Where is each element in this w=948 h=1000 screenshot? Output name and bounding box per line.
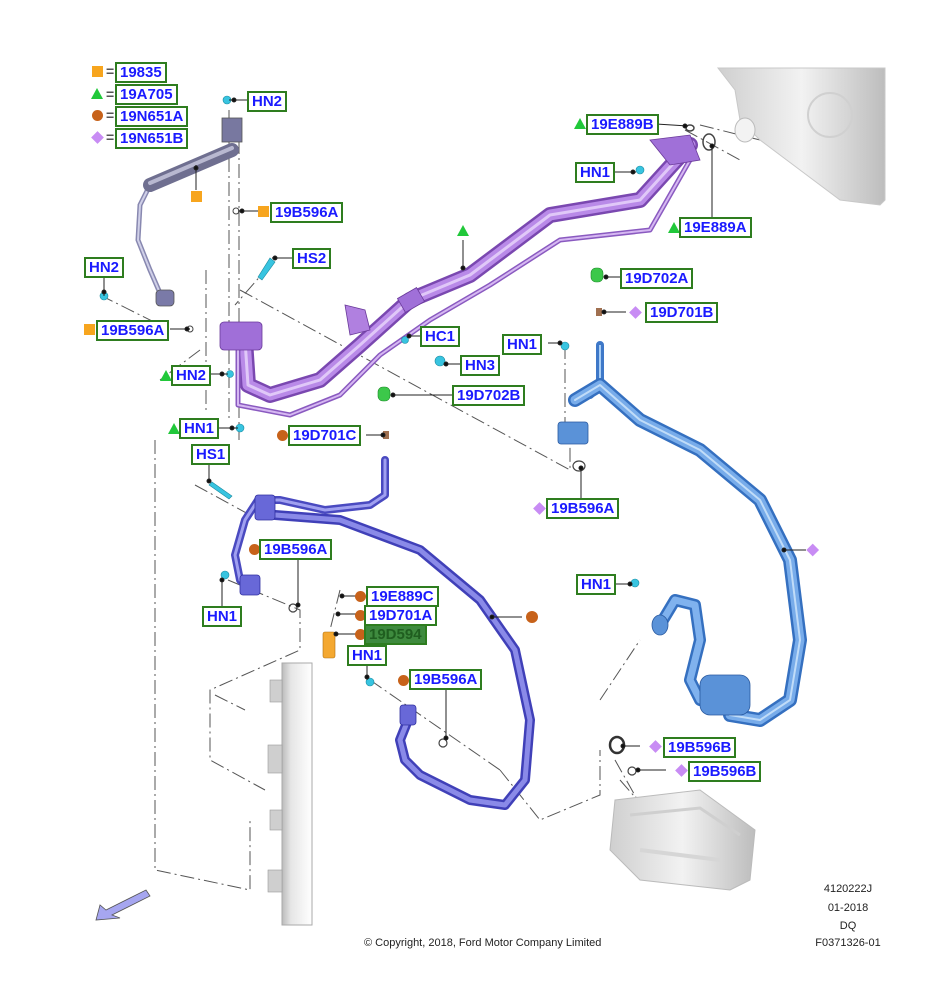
evaporator-housing — [716, 67, 886, 206]
callout-hn1-top-right[interactable]: HN1 — [575, 162, 616, 183]
valve-cap-19d702b — [377, 386, 391, 402]
callout-hn1-tri[interactable]: HN1 — [179, 418, 220, 439]
stud-hs1 — [208, 481, 233, 500]
callout-hs1[interactable]: HS1 — [191, 444, 231, 465]
square-symbol — [258, 206, 269, 217]
valve-core-19d701c — [383, 431, 389, 439]
nut-hn1-left-low — [220, 570, 230, 580]
legend-equals: = — [106, 129, 115, 145]
callout-19e889a[interactable]: 19E889A — [679, 217, 752, 238]
assembly-guide-lines — [99, 110, 761, 891]
symbol-19a705-standalone — [457, 225, 469, 236]
pressure-sensor-19d594 — [322, 631, 336, 659]
symbol-19n651b-standalone — [806, 543, 820, 557]
revision-line-3: DQ — [839, 920, 857, 932]
circle-symbol — [277, 430, 288, 441]
legend-equals: = — [106, 86, 115, 102]
legend-circle-symbol — [92, 110, 103, 121]
triangle-symbol — [668, 222, 680, 233]
callout-19b596b-1[interactable]: 19B596B — [663, 737, 737, 758]
triangle-symbol — [574, 118, 586, 129]
callout-19e889b[interactable]: 19E889B — [586, 114, 659, 135]
callout-hs2[interactable]: HS2 — [292, 248, 332, 269]
suction-hose-blue — [557, 341, 807, 727]
callout-hn1-right[interactable]: HN1 — [576, 574, 617, 595]
legend-ref-19835[interactable]: 19835 — [115, 62, 167, 83]
circle-symbol — [249, 544, 260, 555]
symbol-19n651a-standalone — [526, 611, 538, 623]
callout-hn3[interactable]: HN3 — [460, 355, 501, 376]
o-ring-19b596a-low — [438, 738, 448, 748]
square-symbol — [84, 324, 95, 335]
condenser — [267, 662, 313, 926]
nut-hn3 — [434, 355, 446, 367]
callout-19d702a[interactable]: 19D702A — [620, 268, 694, 289]
circle-symbol — [355, 629, 366, 640]
legend-equals: = — [106, 63, 115, 79]
legend-equals: = — [106, 107, 115, 123]
discharge-line-indigo — [231, 456, 535, 810]
legend-ref-19n651b[interactable]: 19N651B — [115, 128, 189, 149]
callout-19b596a-top[interactable]: 19B596A — [270, 202, 344, 223]
o-ring-19b596a-left — [288, 603, 298, 613]
callout-19d701b[interactable]: 19D701B — [645, 302, 719, 323]
callout-19d702b[interactable]: 19D702B — [452, 385, 526, 406]
callout-19b596a-low[interactable]: 19B596A — [409, 669, 483, 690]
clip-hc1 — [401, 336, 409, 344]
callout-hn2-left[interactable]: HN2 — [84, 257, 125, 278]
valve-cap-19d702a — [590, 267, 604, 283]
nut-hn1-mid — [560, 341, 570, 351]
callout-19e889c[interactable]: 19E889C — [366, 586, 439, 607]
o-ring-19b596b-2 — [627, 766, 637, 776]
callout-hn2-tri[interactable]: HN2 — [171, 365, 212, 386]
triangle-symbol — [160, 370, 172, 381]
nut-hn1-lower — [365, 677, 375, 687]
callout-19d594-highlighted[interactable]: 19D594 — [364, 624, 427, 645]
revision-line-1: 4120222J — [823, 883, 873, 895]
nut-hn1-top — [635, 165, 645, 175]
callout-19b596a-left[interactable]: 19B596A — [96, 320, 170, 341]
callout-hn1-left-low[interactable]: HN1 — [202, 606, 243, 627]
callout-19d701a[interactable]: 19D701A — [364, 605, 438, 626]
leader-lines — [101, 97, 806, 773]
circle-symbol — [398, 675, 409, 686]
liquid-line-upper — [135, 117, 243, 307]
o-ring-19b596a-mid — [572, 460, 586, 472]
callout-hc1[interactable]: HC1 — [420, 326, 461, 347]
o-ring-19e889a — [702, 133, 716, 151]
symbol-19835-standalone — [191, 191, 202, 202]
revision-line-4: F0371326-01 — [815, 937, 881, 949]
triangle-symbol — [168, 423, 180, 434]
front-direction-arrow — [95, 889, 151, 921]
callout-hn2-top[interactable]: HN2 — [247, 91, 288, 112]
suction-line-purple — [219, 134, 701, 418]
callout-19d701c[interactable]: 19D701C — [288, 425, 362, 446]
callout-19b596b-2[interactable]: 19B596B — [688, 761, 762, 782]
copyright-text: © Copyright, 2018, Ford Motor Company Li… — [364, 937, 602, 949]
callout-19b596a-mid[interactable]: 19B596A — [546, 498, 620, 519]
revision-line-2: 01-2018 — [827, 902, 869, 914]
legend-square-symbol — [92, 66, 103, 77]
callout-hn1-lower[interactable]: HN1 — [347, 645, 388, 666]
compressor — [609, 789, 756, 891]
stud-hs2 — [257, 257, 276, 281]
callout-hn1-mid[interactable]: HN1 — [502, 334, 543, 355]
legend-triangle-symbol — [91, 88, 103, 99]
callout-19b596a-left-circle[interactable]: 19B596A — [259, 539, 333, 560]
legend-ref-19a705[interactable]: 19A705 — [115, 84, 178, 105]
circle-symbol — [355, 610, 366, 621]
valve-core-19d701b — [596, 308, 602, 316]
circle-symbol — [355, 591, 366, 602]
legend-ref-19n651a[interactable]: 19N651A — [115, 106, 189, 127]
